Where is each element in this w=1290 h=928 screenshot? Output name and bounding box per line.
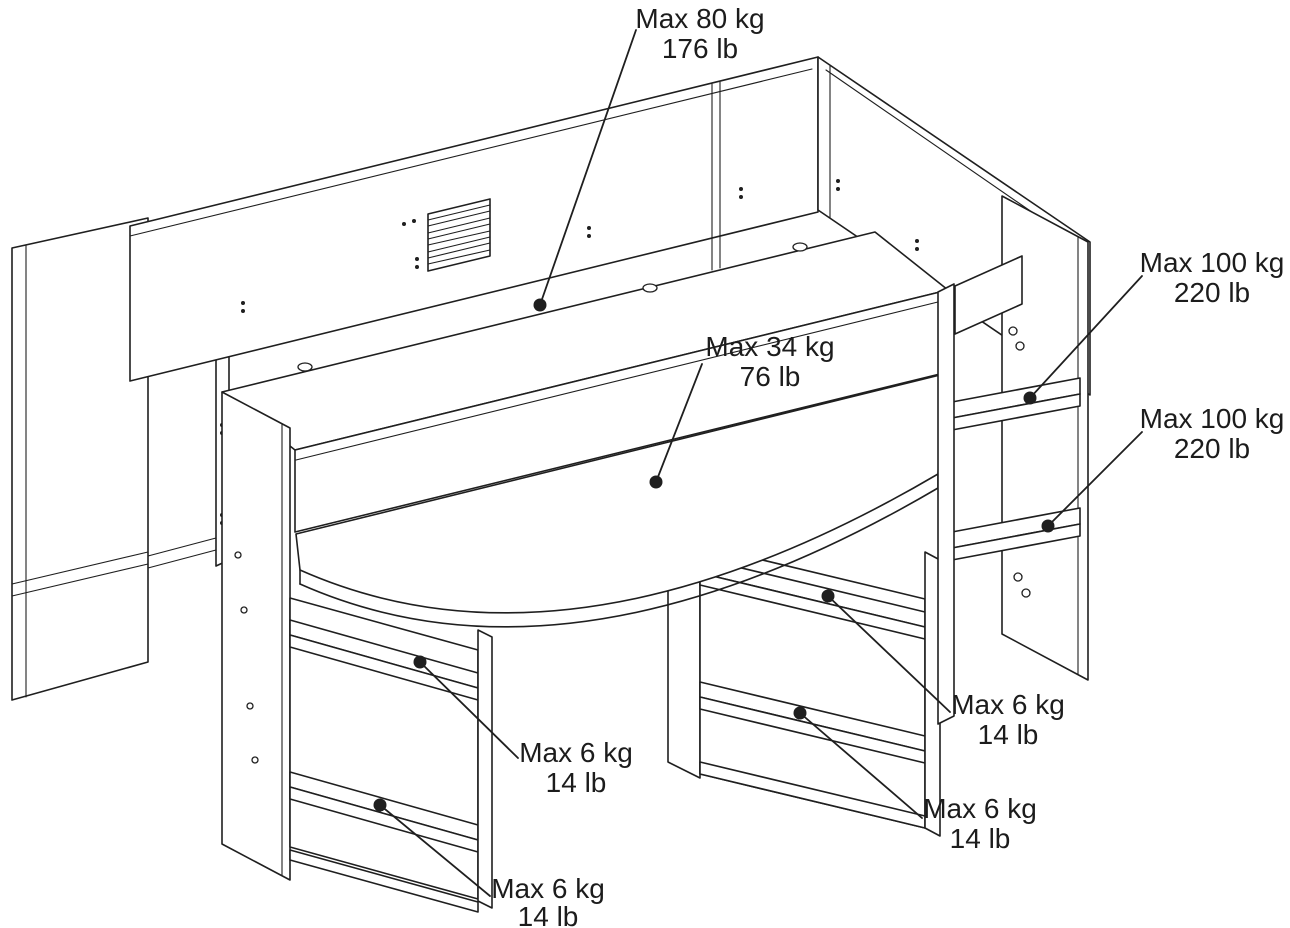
leader-line bbox=[1047, 431, 1143, 527]
right-steps bbox=[951, 377, 1081, 561]
leader-line bbox=[379, 804, 491, 897]
annotation-center-shelf-upper: Max 6 kg 14 lb bbox=[821, 589, 1065, 750]
annotation-bed-platform: Max 80 kg 176 lb bbox=[533, 3, 765, 312]
annotation-desk-top: Max 34 kg 76 lb bbox=[649, 331, 835, 489]
leader-line bbox=[419, 661, 519, 759]
leader-line bbox=[827, 595, 951, 713]
back-wall bbox=[129, 56, 819, 382]
leader-dot bbox=[373, 798, 387, 812]
left-end-panel bbox=[11, 217, 149, 701]
weight-label-kg: Max 6 kg bbox=[951, 689, 1065, 720]
weight-label-lb: 14 lb bbox=[546, 767, 607, 798]
leader-dot bbox=[413, 655, 427, 669]
weight-label-kg: Max 100 kg bbox=[1140, 403, 1285, 434]
weight-label-lb: 176 lb bbox=[662, 33, 738, 64]
weight-label-kg: Max 100 kg bbox=[1140, 247, 1285, 278]
weight-label-lb: 76 lb bbox=[740, 361, 801, 392]
weight-label-kg: Max 6 kg bbox=[519, 737, 633, 768]
annotation-right-step-upper: Max 100 kg 220 lb bbox=[1023, 247, 1285, 405]
leader-dot bbox=[1041, 519, 1055, 533]
leader-dot bbox=[1023, 391, 1037, 405]
weight-label-lb: 14 lb bbox=[978, 719, 1039, 750]
leader-dot bbox=[649, 475, 663, 489]
weight-label-lb: 220 lb bbox=[1174, 277, 1250, 308]
weight-label-kg: Max 34 kg bbox=[705, 331, 834, 362]
head-rail-board bbox=[954, 255, 1023, 335]
right-inner-leg bbox=[937, 283, 955, 725]
annotation-center-shelf-lower: Max 6 kg 14 lb bbox=[793, 706, 1037, 854]
weight-label-kg: Max 6 kg bbox=[923, 793, 1037, 824]
weight-label-lb: 14 lb bbox=[518, 901, 579, 928]
center-pedestal bbox=[667, 539, 941, 837]
weight-label-lb: 14 lb bbox=[950, 823, 1011, 854]
right-outer-panel bbox=[1001, 195, 1089, 681]
leader-line bbox=[655, 363, 703, 483]
annotation-left-shelf-upper: Max 6 kg 14 lb bbox=[413, 655, 633, 798]
annotation-left-shelf-lower: Max 6 kg 14 lb bbox=[373, 798, 605, 928]
annotation-right-step-lower: Max 100 kg 220 lb bbox=[1041, 403, 1285, 533]
leader-line bbox=[799, 712, 923, 819]
leader-dot bbox=[793, 706, 807, 720]
desk-top bbox=[295, 373, 945, 628]
weight-label-kg: Max 80 kg bbox=[635, 3, 764, 34]
leader-line bbox=[1029, 275, 1143, 399]
leader-dot bbox=[533, 298, 547, 312]
leader-dot bbox=[821, 589, 835, 603]
vent-grille-icon bbox=[427, 198, 491, 272]
weight-label-kg: Max 6 kg bbox=[491, 873, 605, 904]
weight-label-lb: 220 lb bbox=[1174, 433, 1250, 464]
leader-line bbox=[539, 29, 637, 306]
